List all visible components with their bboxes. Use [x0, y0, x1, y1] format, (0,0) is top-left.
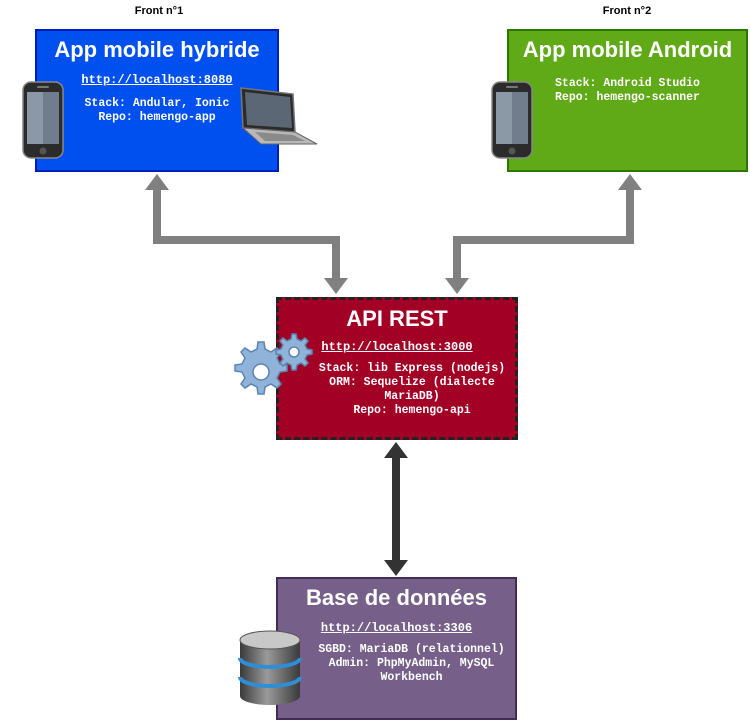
api-stack: Stack: lib Express (nodejs)	[318, 362, 506, 375]
api-repo: Repo: hemengo-api	[353, 404, 471, 417]
db-title: Base de données	[306, 585, 487, 610]
front1-title: App mobile hybride	[54, 37, 260, 62]
api-box: API REST http://localhost:3000 Stack: li…	[276, 297, 518, 440]
arrowhead-front2	[618, 174, 642, 190]
database-icon	[238, 630, 302, 705]
arrowhead-db-top	[384, 560, 408, 576]
api-url-link[interactable]: http://localhost:3000	[321, 340, 473, 354]
api-title: API REST	[346, 306, 448, 331]
arrow-front2-api	[453, 189, 634, 278]
front2-title: App mobile Android	[522, 37, 733, 62]
front1-repo: Repo: hemengo-app	[98, 111, 216, 124]
smartphone-icon	[491, 81, 533, 159]
front1-caption: Front n°1	[134, 5, 184, 17]
db-url-link[interactable]: http://localhost:3306	[320, 621, 473, 635]
db-admin-2: Workbench	[380, 671, 443, 684]
smartphone-icon	[22, 81, 64, 159]
arrowhead-api-right	[445, 278, 469, 294]
api-orm: ORM: Sequelize (dialecte MariaDB)	[329, 376, 495, 403]
laptop-icon	[240, 87, 318, 145]
gears-icon	[234, 333, 313, 395]
db-sgbd: SGBD: MariaDB (relationnel)	[318, 643, 505, 656]
arrowhead-api-left	[324, 278, 348, 294]
arrow-front1-api	[153, 189, 340, 278]
arrowhead-front1	[145, 174, 169, 190]
db-admin-1: Admin: PhpMyAdmin, MySQL	[328, 657, 495, 670]
front1-stack: Stack: Andular, Ionic	[84, 97, 230, 110]
front2-box: App mobile Android Stack: Android Studio…	[507, 29, 748, 172]
front1-url-link[interactable]: http://localhost:8080	[81, 73, 233, 87]
front2-stack: Stack: Android Studio	[555, 77, 700, 90]
arrowhead-api-bottom	[384, 442, 408, 458]
front2-repo: Repo: hemengo-scanner	[555, 91, 700, 104]
front2-caption: Front n°2	[602, 5, 652, 17]
db-box: Base de données http://localhost:3306 SG…	[276, 577, 517, 720]
